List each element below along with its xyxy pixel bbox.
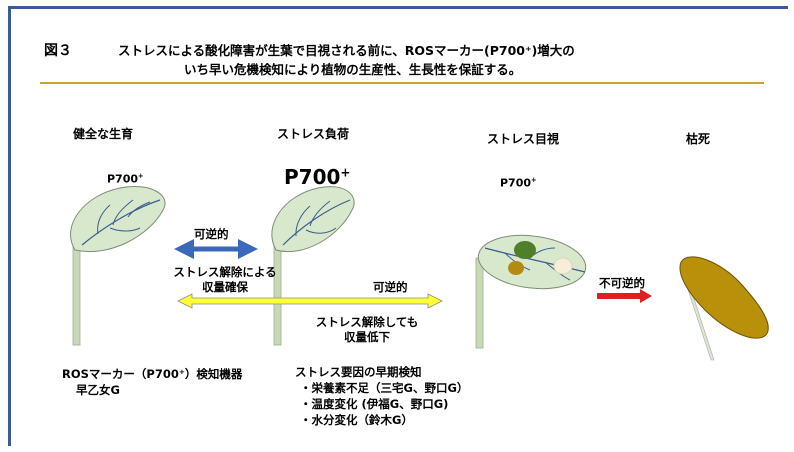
p700-small-healthy: P700+ (107, 172, 144, 186)
detection-item-temperature: ・温度変化 (伊福G、野口G) (300, 397, 449, 411)
label-relief-2: 収量確保 (202, 280, 248, 294)
stage-stress-visible: ストレス目視 (487, 132, 560, 146)
frame-left-border (8, 6, 11, 446)
p700-large-stress: P700+ (284, 165, 351, 189)
detection-item-water: ・水分変化（鈴木G） (300, 413, 413, 427)
detector-group: 早乙女G (76, 383, 120, 397)
stage-withered: 枯死 (686, 132, 711, 146)
detector-label: ROSマーカー（P700⁺）検知機器 (62, 367, 243, 381)
damaged-leaf (475, 234, 587, 349)
figure-number: 図３ (44, 43, 72, 59)
healthy-leaf (70, 186, 166, 346)
p700-small-visible: P700+ (500, 176, 537, 190)
title-underline (40, 82, 764, 84)
stage-stress-load: ストレス負荷 (277, 127, 350, 141)
title-line-2: いち早い危機検知により植物の生産性、生長性を保証する。 (184, 62, 522, 77)
stressed-leaf (271, 186, 355, 346)
title-line-1: ストレスによる酸化障害が生葉で目視される前に、ROSマーカー(P700⁺)増大の (118, 43, 575, 58)
irreversible-arrow (597, 289, 652, 303)
label-reversible-long: 可逆的 (373, 280, 408, 294)
early-detection-title: ストレス要因の早期検知 (295, 365, 422, 379)
label-relief-1: ストレス解除による (173, 265, 277, 279)
label-reversible-short: 可逆的 (194, 227, 229, 241)
reversible-long-arrow (177, 293, 443, 309)
label-relief-long-1: ストレス解除しても (315, 315, 419, 329)
label-relief-long-2: 収量低下 (344, 330, 390, 344)
stage-healthy: 健全な生育 (73, 127, 134, 141)
frame-top-border (8, 6, 788, 9)
withered-leaf (679, 256, 769, 361)
label-irreversible: 不可逆的 (599, 276, 645, 290)
detection-item-nutrient: ・栄養素不足（三宅G、野口G） (300, 381, 469, 395)
